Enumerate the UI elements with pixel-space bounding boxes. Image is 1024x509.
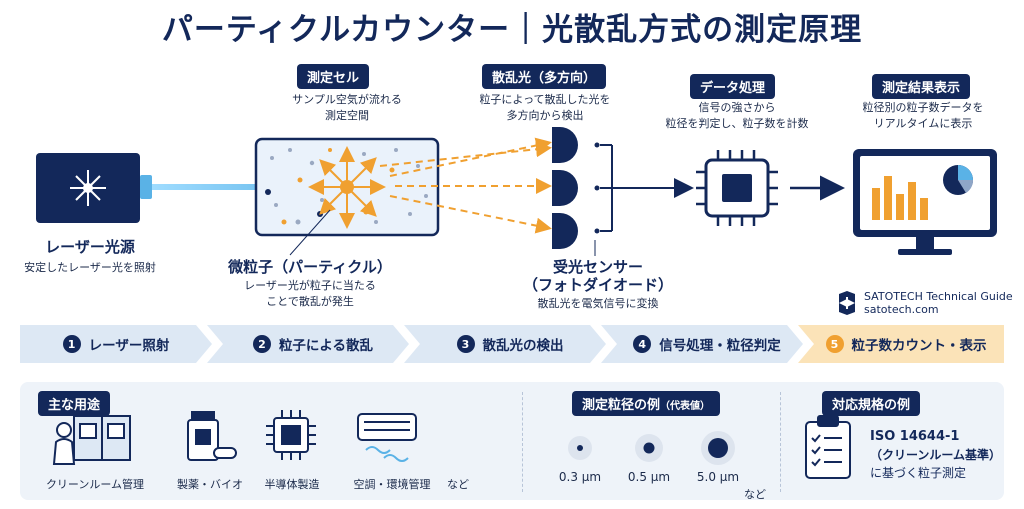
standards-title: 対応規格の例	[822, 391, 921, 416]
brand-logo-icon	[839, 291, 855, 315]
particle-desc-1: レーザー光が粒子に当たる	[244, 279, 376, 292]
clipboard-checklist-icon	[805, 415, 851, 479]
brand-name: SATOTECH Technical Guide	[864, 290, 1013, 303]
step-4: 4 信号処理・粒径判定	[611, 325, 803, 363]
laser-beam	[152, 184, 346, 190]
semiconductor-chip-icon	[266, 410, 316, 460]
step-label: 散乱光の検出	[482, 338, 564, 354]
brand-url[interactable]: satotech.com	[864, 303, 939, 316]
brand: SATOTECH Technical Guide satotech.com	[836, 290, 1013, 316]
receiver-desc: 散乱光を電気信号に変換	[537, 297, 659, 310]
sizes-title-main: 測定粒径の例	[582, 398, 661, 413]
measurement-cell	[254, 137, 440, 237]
cell-desc-1: サンプル空気が流れる	[292, 93, 402, 106]
processing-desc-1: 信号の強さから	[698, 101, 776, 114]
iso-code: ISO 14644-1	[870, 429, 960, 444]
scatter-desc-2: 多方向から検出	[506, 109, 584, 122]
step-3: 3 散乱光の検出	[414, 325, 606, 363]
cell-desc-2: 測定空間	[325, 109, 369, 122]
air-conditioner-icon	[357, 413, 417, 462]
use-hvac: 空調・環境管理	[353, 478, 431, 491]
step-label: 粒子数カウント・表示	[851, 338, 987, 354]
display-label: 測定結果表示	[872, 74, 971, 99]
step-number: 1	[62, 335, 81, 353]
size-label-2: 5.0 μm	[696, 470, 740, 484]
processor-chip-icon	[696, 150, 778, 226]
page-title: パーティクルカウンター｜光散乱方式の測定原理	[161, 12, 863, 48]
step-1: 1 レーザー照射	[20, 325, 212, 363]
monitor-icon	[853, 149, 997, 255]
particle-size-examples	[568, 431, 735, 465]
scatter-label: 散乱光（多方向）	[482, 64, 607, 89]
use-semiconductor: 半導体製造	[264, 478, 320, 491]
processing-label: データ処理	[690, 74, 776, 99]
steps: 1 レーザー照射 2 粒子による散乱 3 散乱光の検出 4 信号処理・粒径判定 …	[20, 325, 1004, 363]
step-number: 2	[252, 335, 271, 353]
sizes-etc: など	[744, 488, 766, 501]
step-label: レーザー照射	[88, 338, 170, 354]
medicine-bottle-icon	[187, 411, 237, 461]
step-2: 2 粒子による散乱	[217, 325, 409, 363]
standards-text: ISO 14644-1 （クリーンルーム基準） に基づく粒子測定	[870, 428, 1001, 482]
step-label: 信号処理・粒径判定	[659, 338, 781, 354]
photodiode-icon	[552, 127, 600, 249]
sizes-title-note: （代表値）	[660, 401, 711, 412]
laser-desc: 安定したレーザー光を照射	[24, 261, 156, 274]
scatter-desc-1: 粒子によって散乱した光を	[479, 93, 611, 106]
particle-label: 微粒子（パーティクル）	[228, 258, 392, 276]
cleanroom-icon	[52, 415, 131, 465]
iso-desc: に基づく粒子測定	[870, 466, 967, 480]
receiver-label-2: （フォトダイオード）	[522, 276, 673, 294]
step-number: 4	[633, 335, 652, 353]
display-desc-2: リアルタイムに表示	[873, 117, 973, 130]
sizes-title: 測定粒径の例（代表値）	[572, 391, 721, 416]
uses-etc: など	[447, 478, 469, 491]
use-cleanroom: クリーンルーム管理	[45, 478, 145, 491]
laser-label: レーザー光源	[45, 238, 135, 256]
receiver-label-1: 受光センサー	[552, 258, 643, 276]
display-desc-1: 粒径別の粒子数データを	[862, 101, 984, 114]
divider	[522, 392, 523, 492]
step-number: 5	[825, 335, 844, 353]
particle-desc-2: ことで散乱が発生	[266, 295, 354, 308]
size-label-0: 0.3 μm	[558, 470, 602, 484]
step-number: 3	[456, 335, 475, 353]
size-label-1: 0.5 μm	[627, 470, 671, 484]
process-steps-bar	[20, 325, 1004, 363]
step-5: 5 粒子数カウント・表示	[808, 325, 1004, 363]
processing-desc-2: 粒径を判定し、粒子数を計数	[665, 117, 809, 130]
use-pharma: 製薬・バイオ	[177, 478, 243, 491]
step-label: 粒子による散乱	[278, 338, 374, 354]
iso-note: （クリーンルーム基準）	[870, 448, 1002, 462]
divider	[780, 392, 781, 492]
cell-label: 測定セル	[297, 64, 370, 89]
laser-source-icon	[36, 153, 152, 223]
particle-dot	[340, 180, 354, 194]
uses-title: 主な用途	[38, 391, 111, 416]
